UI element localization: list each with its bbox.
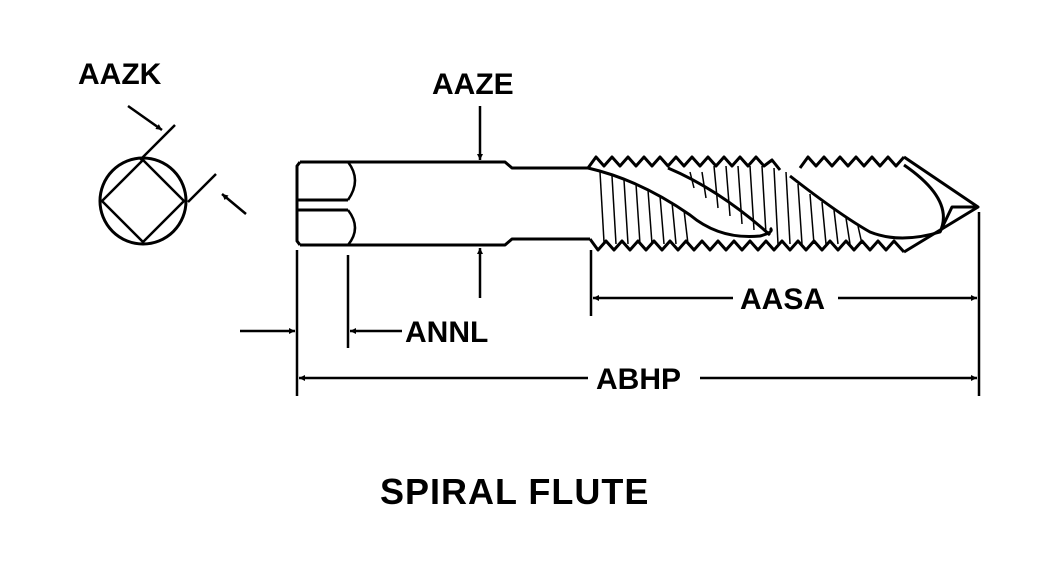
tap-shank [295,160,590,247]
label-aasa: AASA [740,283,826,316]
label-aaze: AAZE [432,68,514,101]
caption-title: SPIRAL FLUTE [380,471,650,512]
label-annl: ANNL [405,316,489,349]
extension-lines [295,212,981,396]
aazk-dimension [127,104,247,215]
label-abhp: ABHP [596,363,682,396]
label-aazk: AAZK [78,58,162,91]
tap-threads [586,155,980,254]
end-view-circle [98,156,188,246]
